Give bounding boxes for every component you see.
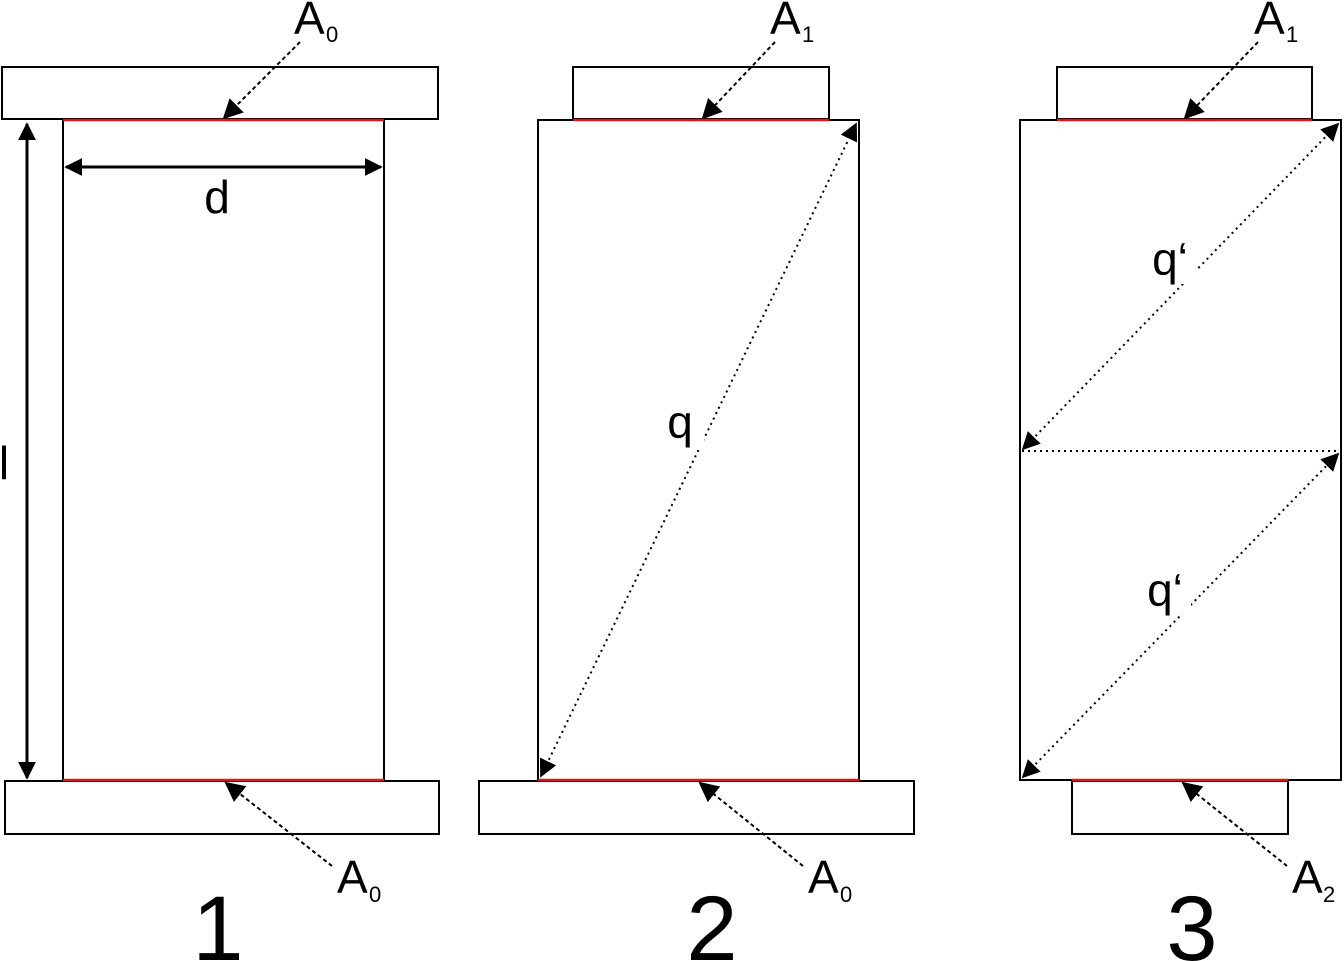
lower-diagonal-label-bg <box>1139 570 1191 614</box>
bottom-area-pointer <box>1181 781 1288 867</box>
top-area-pointer <box>701 41 776 120</box>
width-label: d <box>204 171 230 223</box>
top-plate <box>1056 66 1313 120</box>
bottom-area-label: A 0 <box>808 851 852 907</box>
bottom-area-label: A 0 <box>337 851 381 907</box>
top-area-label: A 1 <box>1254 0 1298 47</box>
panel-1: d l A 0 A 0 1 <box>0 0 440 961</box>
diagonal-label-bg <box>660 402 704 450</box>
upper-diagonal-label-bg <box>1144 240 1196 284</box>
top-plate <box>572 66 830 120</box>
svg-text:2: 2 <box>1323 882 1335 907</box>
panel-3: q‘ q‘ A 1 A 2 3 <box>1019 0 1342 961</box>
svg-text:0: 0 <box>369 882 381 907</box>
top-area-pointer <box>1183 41 1259 120</box>
top-plate <box>1 66 439 120</box>
top-area-label: A 0 <box>294 0 338 47</box>
bottom-plate <box>1071 780 1289 835</box>
svg-text:0: 0 <box>326 22 338 47</box>
bottom-plate <box>478 780 915 835</box>
svg-text:1: 1 <box>802 22 814 47</box>
bottom-plate <box>4 780 440 835</box>
lower-diagonal-label: q‘ <box>1147 564 1183 616</box>
svg-text:A: A <box>1254 0 1285 44</box>
svg-text:A: A <box>770 0 801 44</box>
specimen <box>62 119 385 781</box>
svg-text:A: A <box>1292 851 1323 903</box>
panel-number: 3 <box>1166 878 1217 961</box>
panel-number: 2 <box>686 878 737 961</box>
bottom-area-pointer <box>698 781 804 867</box>
svg-text:1: 1 <box>1286 22 1298 47</box>
length-label: l <box>0 437 9 489</box>
bottom-area-label: A 2 <box>1292 851 1335 907</box>
panel-2: q A 1 A 0 2 <box>478 0 915 961</box>
panel-number: 1 <box>192 878 243 961</box>
top-area-pointer <box>222 41 301 120</box>
svg-text:A: A <box>337 851 368 903</box>
svg-text:0: 0 <box>840 882 852 907</box>
svg-text:A: A <box>808 851 839 903</box>
svg-text:A: A <box>294 0 325 44</box>
diagonal-label: q <box>667 396 693 448</box>
bottom-area-pointer <box>224 781 333 867</box>
upper-diagonal-label: q‘ <box>1152 233 1188 285</box>
diagonal-path <box>539 122 858 778</box>
top-area-label: A 1 <box>770 0 814 47</box>
